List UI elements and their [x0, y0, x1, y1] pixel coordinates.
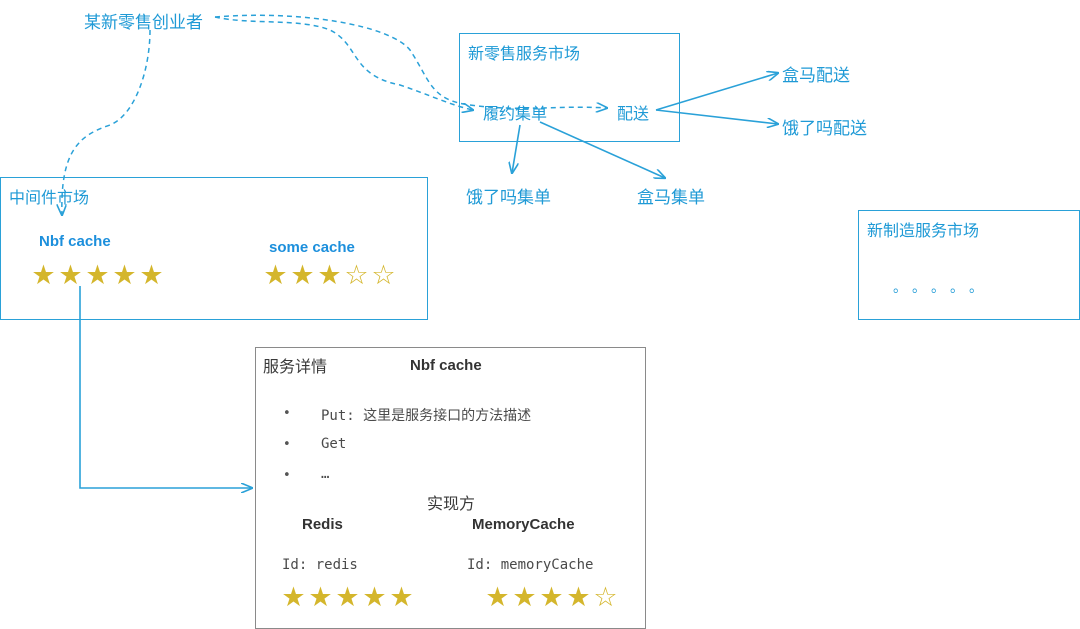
- delivery-node: 配送: [617, 104, 650, 123]
- star-filled-icon: ★: [362, 582, 387, 613]
- hema-order-node: 盒马集单: [637, 188, 705, 208]
- eleme-delivery-node: 饿了吗配送: [782, 119, 867, 139]
- star-filled-icon: ★: [317, 260, 342, 291]
- star-filled-icon: ★: [485, 582, 510, 613]
- implementer-id-redis: Id: redis: [282, 557, 358, 573]
- dashed-arrow-to-delivery: [214, 14, 607, 108]
- star-filled-icon: ★: [31, 260, 56, 291]
- star-filled-icon: ★: [290, 260, 315, 291]
- service-name-nbf-cache[interactable]: Nbf cache: [39, 233, 111, 250]
- arrow-to-hema-delivery: [655, 73, 778, 111]
- bullet-icon: •: [283, 406, 291, 421]
- manufacturing-market-box: 新制造服务市场 。。。。。: [858, 210, 1080, 320]
- star-filled-icon: ★: [566, 582, 591, 613]
- middleware-market-title: 中间件市场: [9, 188, 90, 207]
- star-filled-icon: ★: [263, 260, 288, 291]
- arrow-to-eleme-order: [512, 124, 521, 173]
- star-filled-icon: ★: [512, 582, 537, 613]
- method-item: …: [321, 466, 330, 482]
- bullet-icon: •: [283, 468, 291, 483]
- retail-market-title: 新零售服务市场: [468, 44, 581, 63]
- star-filled-icon: ★: [539, 582, 564, 613]
- implementers-label: 实现方: [427, 494, 476, 513]
- star-filled-icon: ★: [139, 260, 164, 291]
- star-filled-icon: ★: [85, 260, 110, 291]
- ellipsis-more: 。。。。。: [893, 280, 995, 296]
- manufacturing-market-title: 新制造服务市场: [867, 221, 980, 240]
- implementer-name-redis: Redis: [302, 516, 343, 533]
- method-item: Get: [321, 436, 347, 452]
- service-name-some-cache[interactable]: some cache: [269, 239, 355, 256]
- implementer-id-memorycache: Id: memoryCache: [467, 557, 594, 573]
- arrow-to-eleme-delivery: [655, 109, 778, 124]
- service-detail-box: 服务详情 Nbf cache • Put: 这里是服务接口的方法描述 • Get…: [255, 347, 646, 629]
- detail-service-name: Nbf cache: [410, 357, 482, 374]
- detail-title: 服务详情: [263, 357, 328, 376]
- bullet-icon: •: [283, 437, 291, 452]
- star-filled-icon: ★: [281, 582, 306, 613]
- star-filled-icon: ★: [58, 260, 83, 291]
- rating-memorycache: ★★★★☆: [484, 584, 619, 611]
- rating-some-cache: ★★★☆☆: [262, 262, 397, 289]
- retail-market-box: 新零售服务市场 履约集单 配送: [459, 33, 680, 142]
- star-filled-icon: ★: [389, 582, 414, 613]
- rating-nbf-cache: ★★★★★: [30, 262, 165, 289]
- arrow-to-hema-order: [539, 121, 665, 178]
- implementer-name-memorycache: MemoryCache: [472, 516, 575, 533]
- star-empty-icon: ☆: [371, 260, 396, 291]
- fulfill-node: 履约集单: [483, 104, 548, 123]
- method-item: Put: 这里是服务接口的方法描述: [321, 408, 532, 424]
- middleware-market-box: 中间件市场 Nbf cache some cache ★★★★★ ★★★☆☆: [0, 177, 428, 320]
- eleme-order-node: 饿了吗集单: [466, 188, 551, 208]
- rating-redis: ★★★★★: [280, 584, 415, 611]
- arrow-to-detail: [79, 286, 252, 488]
- hema-delivery-node: 盒马配送: [782, 66, 850, 86]
- actor-label: 某新零售创业者: [84, 13, 203, 33]
- dashed-arrow-to-middleware: [62, 29, 151, 215]
- dashed-arrow-to-fulfill: [214, 16, 473, 110]
- star-filled-icon: ★: [112, 260, 137, 291]
- star-filled-icon: ★: [335, 582, 360, 613]
- star-filled-icon: ★: [308, 582, 333, 613]
- star-empty-icon: ☆: [593, 582, 618, 613]
- star-empty-icon: ☆: [344, 260, 369, 291]
